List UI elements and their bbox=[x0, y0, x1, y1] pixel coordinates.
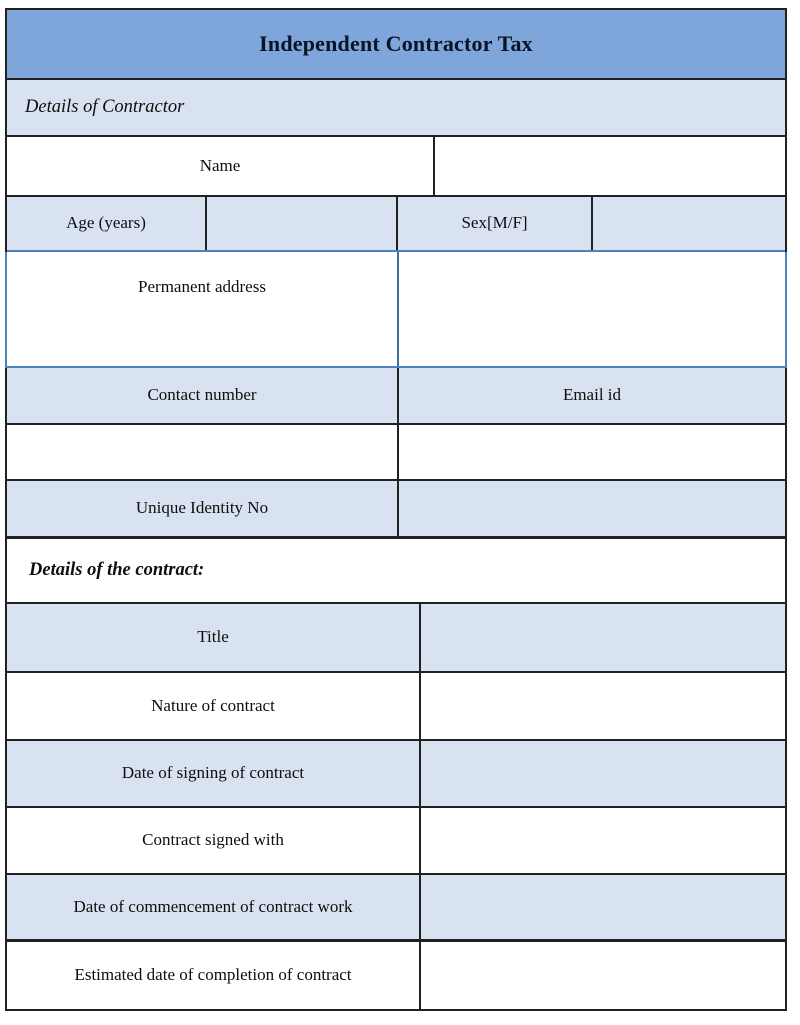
name-value-field[interactable] bbox=[435, 137, 785, 195]
estimated-completion-row: Estimated date of completion of contract bbox=[7, 942, 785, 1009]
contact-number-value-field[interactable] bbox=[7, 425, 399, 479]
permanent-address-label: Permanent address bbox=[7, 252, 399, 366]
date-of-commencement-value-field[interactable] bbox=[421, 875, 785, 939]
date-of-commencement-label: Date of commencement of contract work bbox=[7, 875, 421, 939]
date-of-signing-label: Date of signing of contract bbox=[7, 741, 421, 806]
email-id-value-field[interactable] bbox=[399, 425, 785, 479]
permanent-address-row: Permanent address bbox=[5, 252, 787, 368]
contact-email-label-row: Contact number Email id bbox=[7, 368, 785, 425]
title-row: Title bbox=[7, 604, 785, 673]
form-header: Independent Contractor Tax bbox=[7, 10, 785, 80]
date-of-signing-value-field[interactable] bbox=[421, 741, 785, 806]
age-value-field[interactable] bbox=[207, 197, 398, 250]
unique-identity-value-field[interactable] bbox=[399, 481, 785, 536]
unique-identity-label: Unique Identity No bbox=[7, 481, 399, 536]
contract-signed-with-value-field[interactable] bbox=[421, 808, 785, 873]
contact-number-label: Contact number bbox=[7, 368, 399, 423]
sex-value-field[interactable] bbox=[593, 197, 785, 250]
nature-of-contract-row: Nature of contract bbox=[7, 673, 785, 741]
sex-label: Sex[M/F] bbox=[398, 197, 593, 250]
title-value-field[interactable] bbox=[421, 604, 785, 671]
section-contract-heading: Details of the contract: bbox=[29, 560, 205, 581]
email-id-label: Email id bbox=[562, 385, 622, 405]
nature-of-contract-label: Nature of contract bbox=[7, 673, 421, 739]
form-title: Independent Contractor Tax bbox=[259, 30, 533, 56]
section-contractor-heading: Details of Contractor bbox=[25, 97, 185, 118]
estimated-completion-label: Estimated date of completion of contract bbox=[7, 942, 421, 1009]
section-contractor-header: Details of Contractor bbox=[7, 80, 785, 137]
date-of-signing-row: Date of signing of contract bbox=[7, 741, 785, 808]
age-sex-row: Age (years) Sex[M/F] bbox=[7, 197, 785, 252]
independent-contractor-tax-form: Independent Contractor Tax Details of Co… bbox=[5, 8, 787, 1011]
section-contract-header: Details of the contract: bbox=[7, 539, 785, 604]
name-label: Name bbox=[7, 137, 435, 195]
estimated-completion-value-field[interactable] bbox=[421, 942, 785, 1009]
contract-signed-with-label: Contract signed with bbox=[7, 808, 421, 873]
title-label: Title bbox=[7, 604, 421, 671]
contract-signed-with-row: Contract signed with bbox=[7, 808, 785, 875]
permanent-address-value-field[interactable] bbox=[399, 252, 785, 366]
contact-email-value-row bbox=[7, 425, 785, 481]
name-row: Name bbox=[7, 137, 785, 197]
date-of-commencement-row: Date of commencement of contract work bbox=[7, 875, 785, 942]
nature-of-contract-value-field[interactable] bbox=[421, 673, 785, 739]
unique-identity-row: Unique Identity No bbox=[7, 481, 785, 539]
age-label: Age (years) bbox=[7, 197, 207, 250]
